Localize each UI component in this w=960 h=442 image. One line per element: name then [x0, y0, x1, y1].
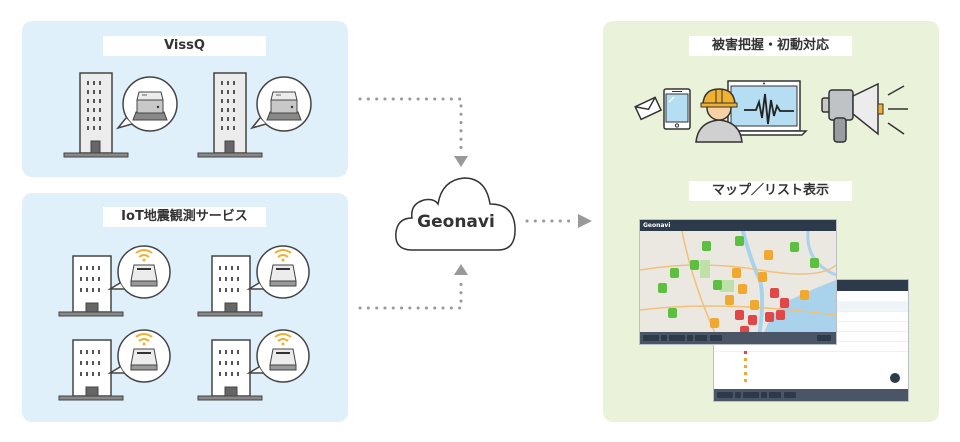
response-title: 被害把握・初動対応 [689, 36, 852, 56]
worker-icon [695, 88, 743, 143]
map-bottombar [640, 332, 836, 344]
building-icon [58, 339, 124, 401]
megaphone-icon [821, 82, 908, 143]
arrow-down-icon [454, 156, 468, 167]
map-markers [640, 220, 836, 344]
building-icon [197, 72, 263, 158]
map-logo: Geonavi [643, 222, 671, 229]
iot-sensor-bubble-icon [107, 245, 171, 299]
hub-name: Geonavi [417, 212, 495, 232]
building-icon [197, 339, 263, 401]
iot-sensor-bubble-icon [246, 245, 310, 299]
building-icon [63, 72, 129, 158]
mail-icon [634, 96, 663, 121]
iot-sensor-bubble-icon [107, 329, 171, 383]
building-icon [58, 255, 124, 317]
map-topbar: Geonavi [640, 220, 836, 231]
vissq-title: VissQ [103, 36, 266, 56]
smartphone-icon [663, 88, 691, 130]
display-title: マップ／リスト表示 [689, 181, 852, 201]
seismometer-bubble-icon [249, 76, 312, 132]
iot-sensor-bubble-icon [246, 329, 310, 383]
list-fab-button [890, 373, 900, 383]
seismometer-bubble-icon [115, 76, 178, 132]
map-screen: Geonavi [639, 219, 837, 345]
list-bottombar [714, 389, 908, 401]
cloud-icon [395, 177, 516, 251]
laptop-waveform-icon [722, 80, 808, 136]
arrow-right-icon [578, 214, 592, 228]
arrow-up-icon [454, 264, 468, 275]
building-icon [197, 255, 263, 317]
iot-title: IoT地震観測サービス [103, 207, 266, 227]
